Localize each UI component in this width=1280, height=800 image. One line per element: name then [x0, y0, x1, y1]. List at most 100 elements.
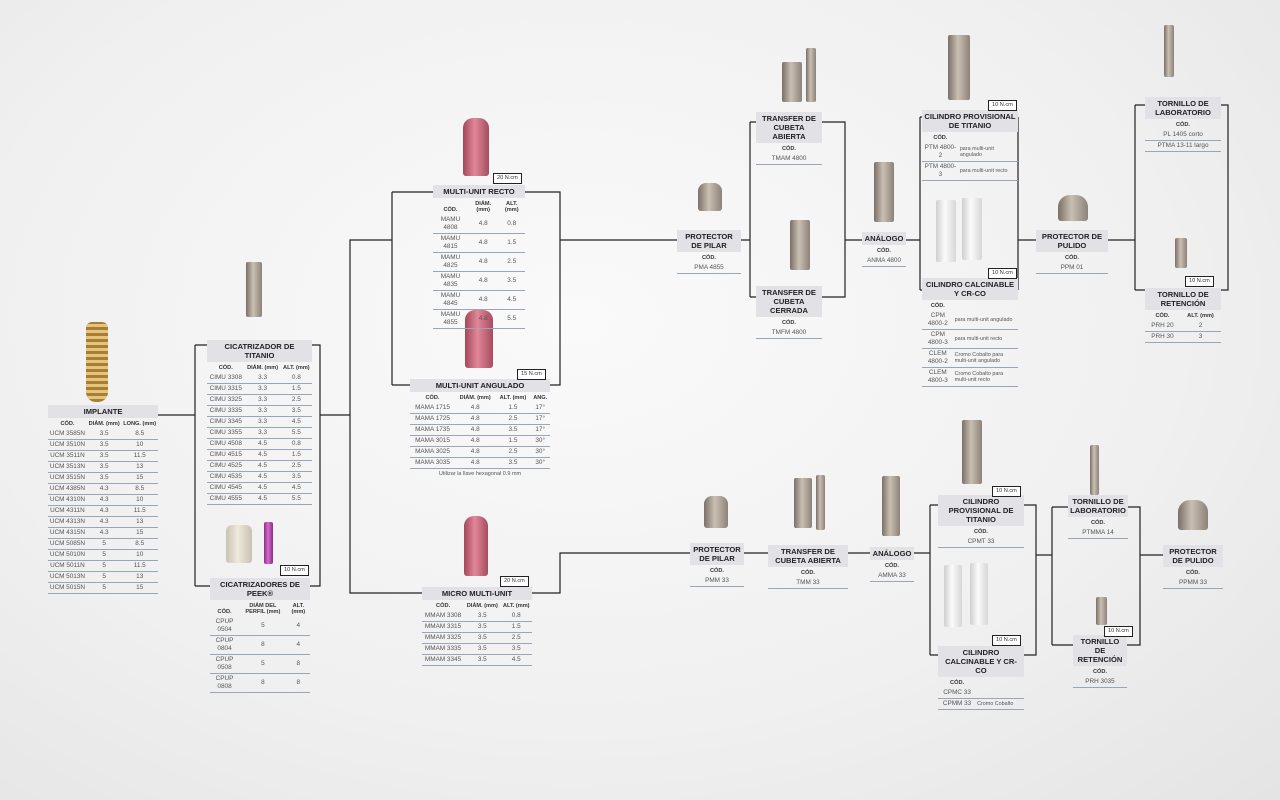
block-title: CILINDRO CALCINABLE Y CR-CO [938, 646, 1024, 677]
table-row: PTMMA 14 [1068, 528, 1128, 539]
column-header: CÓD. [436, 603, 451, 609]
block-table: CÓD.PMM 33 [690, 566, 744, 587]
table-cell: CIMU 4525 [207, 460, 245, 472]
cilindro-calc-bot-image [944, 565, 962, 627]
column-header: CÓD. [933, 135, 948, 141]
table-cell: MAMU 4808 [433, 215, 468, 234]
table-cell: MAMU 4815 [433, 233, 468, 253]
table-cell: 4.3 [86, 527, 122, 539]
table-cell: 4.5 [280, 416, 312, 428]
table-header-row: CÓD. [938, 678, 1024, 688]
column-header: CÓD. [801, 570, 815, 576]
table-cell: 3.3 [244, 383, 281, 395]
cilindro-provisional-image [948, 35, 970, 100]
table-header-row: CÓD. [677, 253, 741, 263]
cilindro-prov-bot-image [962, 420, 982, 484]
table-cell: 3.5 [280, 405, 312, 417]
column-header: CÓD. [1091, 520, 1105, 526]
tornillo-lab-image [1164, 25, 1174, 77]
block-title: TRANSFER DE CUBETA ABIERTA [756, 112, 822, 143]
table-cell: 8 [239, 673, 287, 693]
table-cell: para multi-unit recto [958, 161, 1018, 181]
table-cell: 3.5 [495, 457, 531, 469]
table-cell: 4.5 [280, 482, 312, 494]
protector-pulido-bot-image [1178, 500, 1208, 530]
torque-label: 10 N.cm [1185, 276, 1214, 287]
table-cell: Cromo Cobalto para multi-unit recto [953, 367, 1018, 387]
table-cell: MMAM 3335 [422, 643, 465, 655]
block-title: TORNILLO DE LABORATORIO [1145, 97, 1221, 119]
table-cell: TMFM 4800 [756, 328, 822, 339]
block-note: Utilizar la llave hexagonal 0.9 mm [438, 471, 522, 477]
multi-unit-recto-image [463, 118, 489, 176]
table-cell: PTM 4800-3 [922, 161, 959, 181]
column-header [976, 678, 1024, 688]
table-cell: 17° [530, 424, 550, 436]
table-cell: PRH 20 [1145, 321, 1180, 332]
table-cell: 3.5 [464, 654, 501, 666]
table-cell: 30° [530, 435, 550, 447]
table-cell: 1.5 [495, 435, 531, 447]
table-cell: 17° [530, 403, 550, 414]
torque-label: 15 N.cm [517, 369, 546, 380]
column-header: CÓD. [702, 255, 716, 261]
table-header-row: CÓD.DIÁM. (mm)ALT. (mm) [422, 601, 532, 611]
table-cell: 8.5 [121, 483, 158, 495]
analogo-bot-image [882, 476, 900, 536]
transfer-screw-image [806, 48, 816, 102]
micro-multi-unit-image [464, 516, 488, 576]
table-cell: UCM 5085N [48, 538, 87, 550]
table-header-row: CÓD.DIÁM DEL PERFIL (mm)ALT. (mm) [210, 601, 310, 617]
table-cell: 11.5 [121, 450, 158, 462]
cicatrizadores-peek-block: CICATRIZADORES DE PEEK®CÓD.DIÁM DEL PERF… [210, 578, 310, 693]
table-cell: 4.8 [467, 252, 499, 272]
table-cell: 11.5 [121, 560, 158, 572]
table-cell: 10 [121, 439, 158, 451]
table-cell: 4.8 [467, 290, 499, 310]
block-title: PROTECTOR DE PULIDO [1036, 230, 1108, 252]
table-cell: 4.5 [500, 654, 532, 666]
table-cell: PMA 4855 [677, 263, 741, 274]
table-cell: para multi-unit recto [953, 329, 1018, 349]
table-cell: UCM 4385N [48, 483, 87, 495]
table-cell: 2.5 [495, 413, 531, 425]
block-title: MICRO MULTI-UNIT [422, 587, 532, 600]
peek-screw-image [264, 522, 273, 564]
table-cell: 1.5 [500, 621, 532, 633]
table-row: PMM 33 [690, 576, 744, 587]
table-cell: CIMU 3308 [207, 373, 245, 384]
table-cell: 4.5 [498, 290, 525, 310]
table-cell: 3.3 [244, 405, 281, 417]
column-header: CÓD. [1065, 255, 1079, 261]
table-cell: Cromo Cobalto para multi-unit angulado [953, 348, 1018, 368]
table-header-row: CÓD. [1145, 120, 1221, 130]
table-cell: 3.5 [500, 643, 532, 655]
protector-pilar-image [698, 183, 722, 211]
block-table: CÓD.TMFM 4800 [756, 318, 822, 339]
table-cell: 4.8 [467, 215, 499, 234]
block-table: CÓD.PPMM 33 [1163, 568, 1223, 589]
